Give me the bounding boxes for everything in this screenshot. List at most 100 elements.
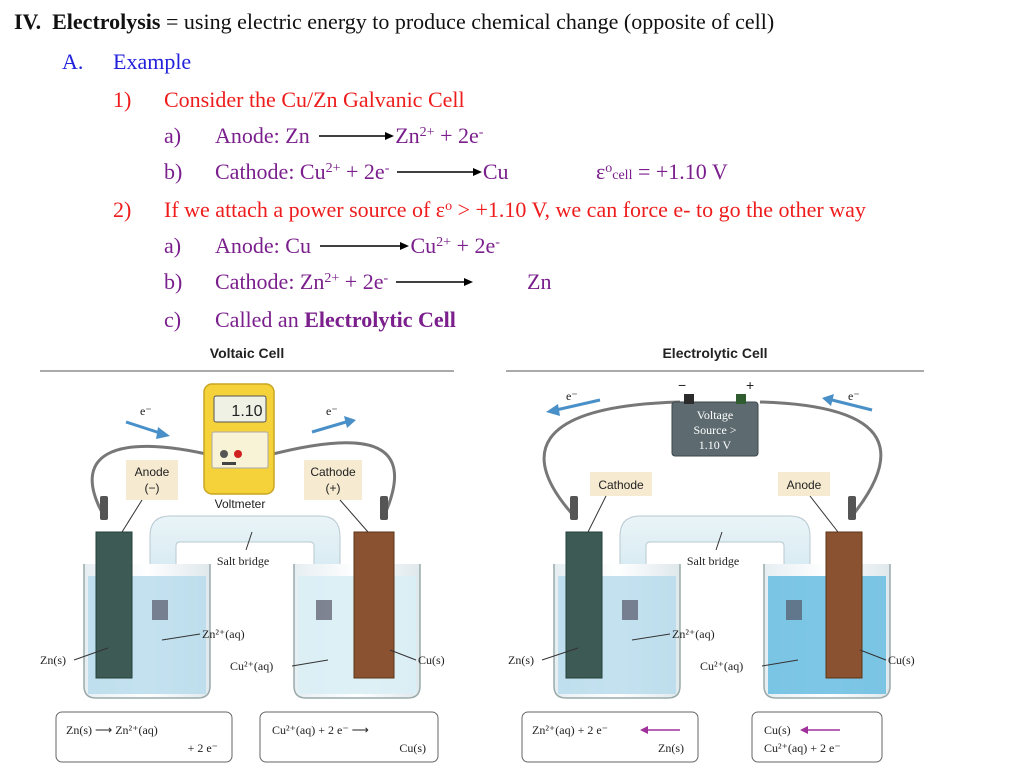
voltaic-electron-left: e⁻ bbox=[140, 404, 152, 418]
item-2b-reaction: Cathode: Zn2+ + 2e- bbox=[215, 268, 474, 296]
voltaic-zn-ion: Zn²⁺(aq) bbox=[202, 627, 245, 641]
electrolytic-copper-electrode bbox=[825, 531, 863, 679]
electrolytic-box1-line1: Zn²⁺(aq) + 2 e⁻ bbox=[532, 723, 608, 737]
item-2-label: 2) bbox=[113, 197, 132, 222]
electrolytic-salt-bridge-label: Salt bridge bbox=[687, 554, 739, 568]
item-2a-electrons: + 2e bbox=[451, 233, 496, 258]
item-1a-electron-charge: - bbox=[478, 125, 484, 140]
section-a-label: A. bbox=[62, 49, 84, 74]
source-line-2: Source > bbox=[693, 423, 736, 437]
item-1a-product: Zn bbox=[395, 123, 420, 148]
voltaic-anode-sign: (−) bbox=[145, 481, 160, 495]
item-2b-electron-charge: - bbox=[383, 271, 389, 286]
item-2b-reactant-charge: 2+ bbox=[324, 271, 340, 286]
item-2c-prefix: Called an bbox=[215, 307, 305, 332]
electrolytic-cu-solid: Cu(s) bbox=[888, 653, 915, 667]
heading-term: Electrolysis bbox=[52, 9, 161, 34]
epsilon-cell: cell bbox=[612, 168, 633, 183]
item-1-text: Consider the Cu/Zn Galvanic Cell bbox=[164, 87, 465, 112]
voltaic-cathode-sign: (+) bbox=[326, 481, 341, 495]
heading-line: IV. Electrolysis = using electric energy… bbox=[14, 8, 774, 36]
item-2c-label: c) bbox=[164, 307, 182, 332]
item-2b-label-wrap: b) bbox=[164, 268, 182, 296]
item-1-text-wrap: Consider the Cu/Zn Galvanic Cell bbox=[164, 86, 465, 114]
item-2b-label: b) bbox=[164, 269, 183, 294]
item-1b-reaction: Cathode: Cu2+ + 2e- Cu bbox=[215, 158, 509, 186]
item-2a-label-wrap: a) bbox=[164, 232, 181, 260]
voltaic-wire-right bbox=[264, 441, 397, 517]
item-2c-text: Called an Electrolytic Cell bbox=[215, 306, 456, 334]
voltmeter-label: Voltmeter bbox=[215, 497, 266, 511]
electron-flow-arrow-icon bbox=[125, 420, 170, 439]
voltaic-box1-line1: Zn(s) ⟶ Zn²⁺(aq) bbox=[66, 723, 158, 737]
electrolytic-cathode-label: Cathode bbox=[598, 478, 644, 492]
reverse-arrow-icon bbox=[640, 726, 680, 734]
electrolytic-wire-right bbox=[759, 400, 883, 517]
item-1b-reactant: Cathode: Cu bbox=[215, 159, 326, 184]
source-line-3: 1.10 V bbox=[699, 438, 732, 452]
item-2a-reactant: Anode: Cu bbox=[215, 233, 311, 258]
item-1a-label: a) bbox=[164, 123, 182, 148]
item-1b-product: Cu bbox=[482, 159, 509, 184]
item-2-text: If we attach a power source of ε bbox=[164, 197, 446, 222]
epsilon-symbol: ε bbox=[596, 159, 606, 184]
cell-comparison-figure: Voltaic Cell e⁻ e⁻ 1.10 Voltmeter Anode … bbox=[40, 345, 924, 763]
electrolytic-electron-right: e⁻ bbox=[848, 389, 860, 403]
item-2b-product-wrap: Zn bbox=[527, 268, 551, 296]
voltaic-cu-solid: Cu(s) bbox=[418, 653, 445, 667]
electrolytic-cu-ion: Cu²⁺(aq) bbox=[700, 659, 743, 673]
item-1b-electron-charge: - bbox=[384, 161, 390, 176]
voltage-source-icon bbox=[671, 394, 759, 457]
electrolytic-electron-left: e⁻ bbox=[566, 389, 578, 403]
battery-plus: + bbox=[746, 377, 754, 393]
reaction-arrow-icon bbox=[396, 167, 482, 176]
item-1-label-wrap: 1) bbox=[113, 86, 131, 114]
cathode-label-box bbox=[304, 460, 362, 500]
voltaic-title: Voltaic Cell bbox=[210, 345, 284, 361]
item-2c-bold: Electrolytic Cell bbox=[304, 307, 456, 332]
item-1a-label-wrap: a) bbox=[164, 122, 181, 150]
item-1a-reaction: Anode: Zn Zn2+ + 2e- bbox=[215, 122, 483, 150]
voltaic-box1-line2: + 2 e⁻ bbox=[188, 741, 218, 755]
electrolytic-box2-line1: Cu(s) bbox=[764, 723, 791, 737]
item-2-label-wrap: 2) bbox=[113, 196, 131, 224]
electron-flow-arrow-icon bbox=[546, 398, 601, 416]
item-2-text-sup: o bbox=[445, 199, 453, 214]
anode-label-box bbox=[126, 460, 178, 500]
battery-minus: − bbox=[678, 377, 686, 393]
meter-reading: 1.10 bbox=[231, 403, 262, 420]
voltaic-box2-line1: Cu²⁺(aq) + 2 e⁻ ⟶ bbox=[272, 723, 369, 737]
electrolytic-zn-solid: Zn(s) bbox=[508, 653, 534, 667]
copper-electrode bbox=[353, 531, 395, 679]
electrolytic-cathode-box bbox=[590, 472, 652, 496]
voltaic-box2-line2: Cu(s) bbox=[399, 741, 426, 755]
voltaic-electron-right: e⁻ bbox=[326, 404, 338, 418]
electrolytic-zinc-electrode bbox=[565, 531, 603, 679]
item-1a-product-charge: 2+ bbox=[419, 125, 435, 140]
item-1b-reactant-charge: 2+ bbox=[325, 161, 341, 176]
heading-definition: = using electric energy to produce chemi… bbox=[160, 9, 775, 34]
item-2a-product-charge: 2+ bbox=[436, 235, 452, 250]
section-a: A. bbox=[62, 48, 83, 76]
item-1-label: 1) bbox=[113, 87, 132, 112]
item-2a-label: a) bbox=[164, 233, 182, 258]
cell-potential-value: = +1.10 V bbox=[632, 159, 728, 184]
item-1b-potential: εocell = +1.10 V bbox=[596, 158, 728, 186]
reverse-arrow-icon bbox=[800, 726, 840, 734]
item-2b-reactant: Cathode: Zn bbox=[215, 269, 325, 294]
item-1b-label-wrap: b) bbox=[164, 158, 182, 186]
electrolytic-half-reaction-box-1 bbox=[521, 711, 699, 763]
electrolytic-wire-left bbox=[542, 400, 681, 518]
voltmeter-icon bbox=[203, 383, 275, 495]
heading-roman: IV. bbox=[14, 9, 42, 34]
item-2a-product: Cu bbox=[410, 233, 437, 258]
electrolytic-box1-line2: Zn(s) bbox=[658, 741, 684, 755]
item-1a-reactant: Anode: Zn bbox=[215, 123, 310, 148]
item-1a-electrons: + 2e bbox=[434, 123, 479, 148]
electron-flow-arrow-icon bbox=[311, 416, 356, 434]
item-2a-reaction: Anode: Cu Cu2+ + 2e- bbox=[215, 232, 500, 260]
epsilon-standard: o bbox=[605, 161, 613, 176]
voltaic-wire-left bbox=[90, 444, 216, 517]
voltaic-cathode-label: Cathode bbox=[310, 465, 356, 479]
voltaic-half-reaction-box-1 bbox=[55, 711, 233, 763]
